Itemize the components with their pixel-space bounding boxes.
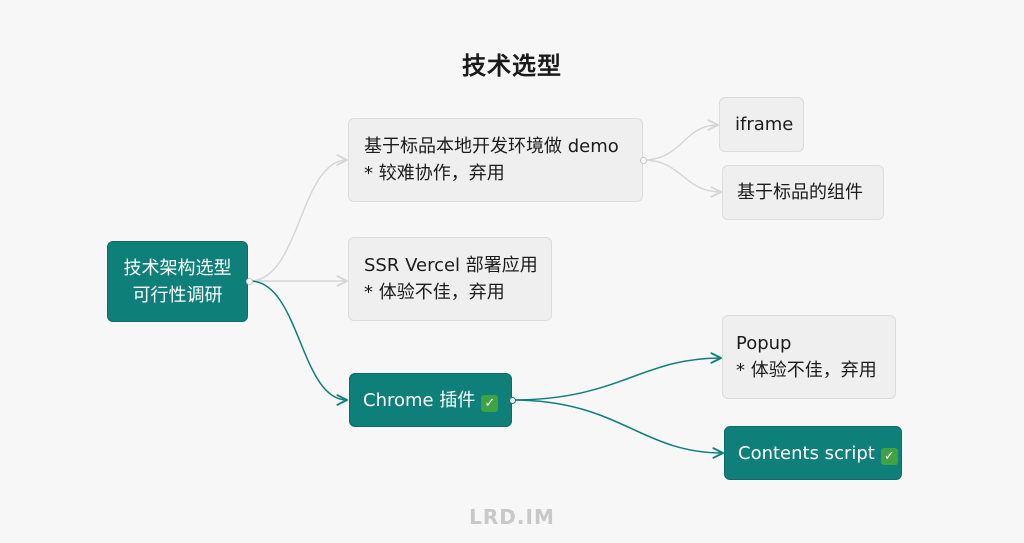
- check-mark-icon: ✓: [481, 395, 499, 412]
- diagram-title: 技术选型: [462, 52, 562, 80]
- node-ssr-vercel-line2: * 体验不佳，弃用: [364, 282, 505, 303]
- node-local-demo[interactable]: 基于标品本地开发环境做 demo * 较难协作，弃用: [348, 118, 643, 202]
- node-popup-line1: Popup: [736, 333, 792, 354]
- connector-dot-local-demo: [639, 156, 647, 164]
- node-ssr-vercel-line1: SSR Vercel 部署应用: [364, 255, 538, 276]
- node-contents-script-label: Contents script: [738, 443, 875, 464]
- node-root-line1: 技术架构选型: [123, 258, 232, 279]
- node-popup[interactable]: Popup * 体验不佳，弃用: [722, 315, 896, 399]
- edge-local-demo-to-component: [642, 159, 722, 198]
- connector-dot-root: [245, 277, 253, 285]
- node-chrome-plugin-label: Chrome 插件: [363, 390, 476, 411]
- node-ssr-vercel[interactable]: SSR Vercel 部署应用 * 体验不佳，弃用: [348, 237, 552, 321]
- node-chrome-plugin[interactable]: Chrome 插件 ✓: [349, 373, 512, 427]
- node-popup-line2: * 体验不佳，弃用: [736, 360, 877, 381]
- connector-dot-chrome-plugin: [508, 396, 516, 404]
- node-chrome-plugin-line1: Chrome 插件 ✓: [363, 387, 511, 414]
- node-iframe[interactable]: iframe: [719, 97, 804, 152]
- watermark-logo: LRD.IM: [469, 505, 555, 529]
- edge-chrome-to-popup: [511, 352, 722, 401]
- node-iframe-label: iframe: [735, 114, 794, 135]
- node-local-demo-line1: 基于标品本地开发环境做 demo: [364, 136, 619, 157]
- edge-chrome-to-contents-script: [511, 399, 724, 459]
- node-standard-component[interactable]: 基于标品的组件: [722, 165, 884, 220]
- node-contents-script-line1: Contents script ✓: [738, 440, 901, 467]
- node-root-line2: 可行性调研: [132, 285, 223, 306]
- edge-root-to-local-demo: [249, 154, 348, 282]
- node-contents-script[interactable]: Contents script ✓: [724, 426, 902, 480]
- edge-root-to-chrome-plugin: [249, 280, 348, 406]
- edge-local-demo-to-iframe: [642, 119, 719, 161]
- node-local-demo-line2: * 较难协作，弃用: [364, 163, 505, 184]
- node-standard-component-label: 基于标品的组件: [737, 182, 863, 203]
- node-root[interactable]: 技术架构选型 可行性调研: [107, 241, 248, 322]
- check-mark-icon: ✓: [880, 448, 898, 465]
